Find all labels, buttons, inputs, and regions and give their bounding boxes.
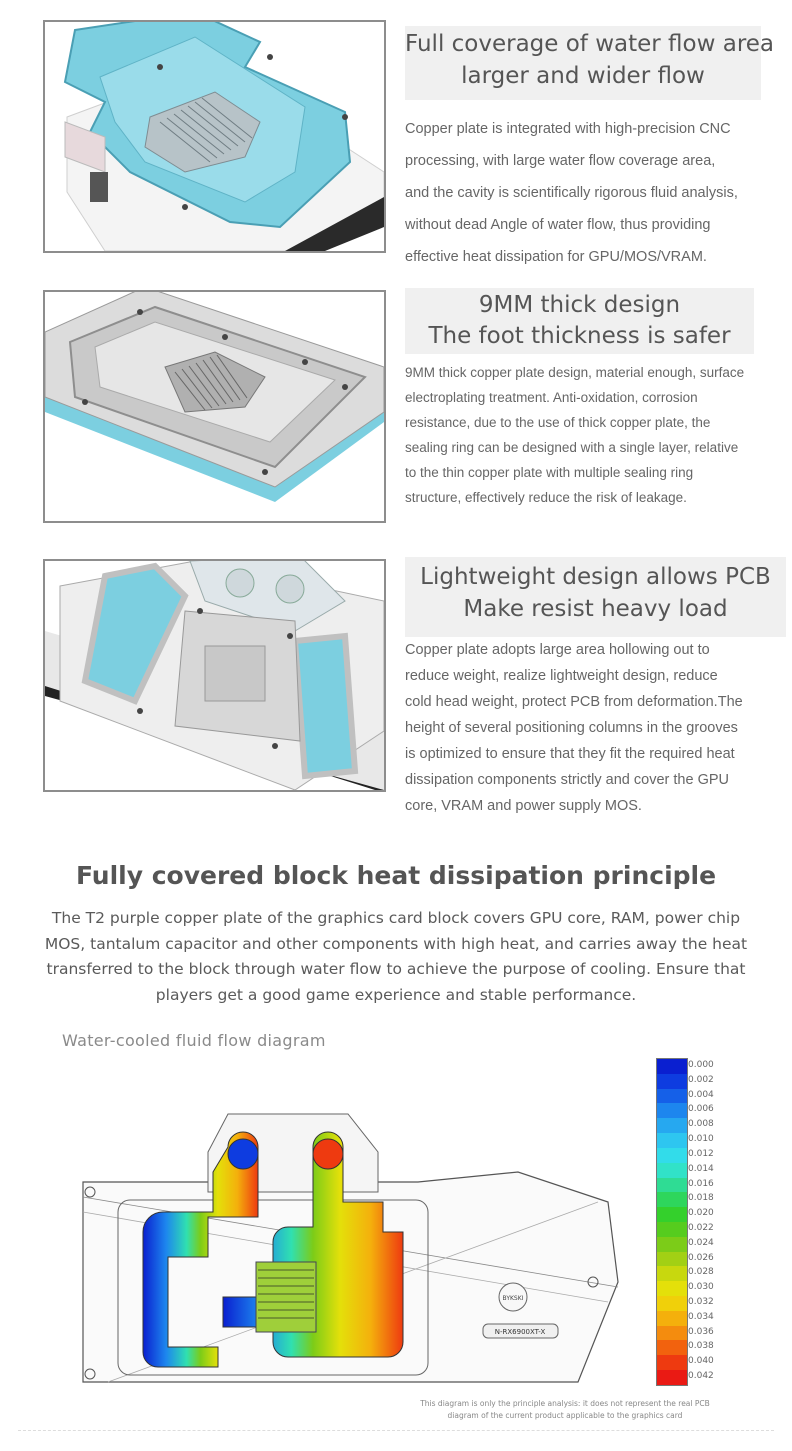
legend-value: 0.038	[688, 1341, 714, 1352]
legend-value: 0.006	[688, 1104, 714, 1115]
legend-swatch	[657, 1133, 687, 1148]
feature-1-body-line: without dead Angle of water flow, thus p…	[405, 217, 711, 233]
legend-swatch	[657, 1118, 687, 1134]
feature-3-body-line: height of several positioning columns in…	[405, 720, 738, 736]
diagram-footnote: This diagram is only the principle analy…	[380, 1398, 750, 1422]
legend-value: 0.002	[688, 1074, 714, 1085]
legend-swatch	[657, 1221, 687, 1237]
legend-value: 0.018	[688, 1193, 714, 1204]
legend-swatch	[657, 1251, 687, 1267]
legend-swatch	[657, 1310, 687, 1326]
legend-swatch	[657, 1059, 687, 1074]
feature-2-body-line: resistance, due to the use of thick copp…	[405, 415, 711, 430]
feature-3-body: Copper plate adopts large area hollowing…	[405, 637, 743, 819]
feature-3-title-line-2: Make resist heavy load	[463, 596, 728, 622]
legend-value: 0.032	[688, 1297, 714, 1307]
feature-1-body-line: processing, with large water flow covera…	[405, 153, 716, 169]
legend-value: 0.030	[688, 1282, 714, 1293]
legend-swatch	[657, 1207, 687, 1222]
section-desc-line: MOS, tantalum capacitor and other compon…	[44, 934, 748, 953]
feature-3-body-line: core, VRAM and power supply MOS.	[405, 798, 642, 814]
legend-value: 0.014	[688, 1163, 714, 1174]
section-title: Fully covered block heat dissipation pri…	[75, 861, 717, 890]
diagram-title: Water-cooled fluid flow diagram	[62, 1031, 326, 1050]
feature-3-title: Lightweight design allows PCB Make resis…	[405, 557, 786, 637]
legend-value: 0.000	[688, 1060, 714, 1070]
fluid-flow-diagram: BYKSKI N-RX6900XT-X	[82, 1113, 619, 1383]
section-desc-line: The T2 purple copper plate of the graphi…	[51, 909, 741, 927]
legend-swatch	[657, 1088, 687, 1104]
legend-value: 0.026	[688, 1252, 714, 1263]
legend-value: 0.008	[688, 1119, 714, 1130]
feature-1-title-line-1: Full coverage of water flow area	[405, 31, 775, 57]
legend-value: 0.010	[688, 1134, 714, 1145]
legend-swatch	[657, 1370, 687, 1385]
legend-swatch	[657, 1325, 687, 1341]
legend-value: 0.024	[688, 1237, 714, 1248]
legend-swatch	[657, 1177, 687, 1193]
feature-3-body-line: dissipation components strictly and cove…	[405, 772, 729, 788]
legend-value: 0.028	[688, 1267, 714, 1278]
feature-1-title: Full coverage of water flow area larger …	[405, 26, 775, 100]
board-logo-text: BYKSKI	[503, 1295, 524, 1302]
legend-swatch	[657, 1355, 687, 1371]
feature-3-body-line: cold head weight, protect PCB from defor…	[405, 694, 743, 710]
feature-3-title-line-1: Lightweight design allows PCB	[420, 564, 771, 590]
feature-1-body-line: effective heat dissipation for GPU/MOS/V…	[405, 249, 707, 265]
legend-swatch	[657, 1281, 687, 1296]
feature-1-body: Copper plate is integrated with high-pre…	[405, 113, 738, 273]
legend-swatch	[657, 1266, 687, 1282]
legend-swatch	[657, 1236, 687, 1252]
feature-2-body-line: electroplating treatment. Anti-oxidation…	[405, 390, 698, 405]
feature-3-image	[43, 559, 386, 792]
feature-3-body-line: is optimized to ensure that they fit the…	[405, 746, 735, 762]
bottom-divider	[18, 1430, 774, 1431]
feature-1-image	[43, 20, 386, 253]
legend-swatch	[657, 1296, 687, 1311]
velocity-legend-labels: 0.000 0.002 0.004 0.006 0.008 0.010 0.012 0.014…	[688, 1058, 714, 1384]
legend-value: 0.004	[688, 1089, 714, 1100]
feature-1-body-line: and the cavity is scientifically rigorou…	[405, 185, 738, 201]
section-desc-line: transferred to the block through water f…	[46, 960, 746, 978]
lightweight-block-illustration	[45, 561, 384, 790]
legend-value: 0.020	[688, 1208, 714, 1219]
legend-swatch	[657, 1073, 687, 1089]
legend-swatch	[657, 1103, 687, 1119]
feature-3-body-line: Copper plate adopts large area hollowing…	[405, 642, 710, 658]
velocity-legend-colorbar	[656, 1058, 688, 1386]
footnote-line: diagram of the current product applicabl…	[447, 1411, 683, 1420]
legend-value: 0.042	[688, 1371, 714, 1382]
feature-2-title-line-2: The foot thickness is safer	[428, 323, 731, 349]
legend-value: 0.036	[688, 1326, 714, 1337]
section-desc-line: players get a good game experience and s…	[155, 985, 637, 1004]
feature-2-title: 9MM thick design The foot thickness is s…	[405, 288, 754, 354]
legend-swatch	[657, 1340, 687, 1356]
feature-2-body-line: structure, effectively reduce the risk o…	[405, 490, 687, 505]
footnote-line: This diagram is only the principle analy…	[420, 1399, 710, 1408]
feature-1-body-line: Copper plate is integrated with high-pre…	[405, 121, 731, 137]
feature-1-title-line-2: larger and wider flow	[461, 63, 705, 89]
copper-plate-illustration	[45, 292, 384, 502]
feature-2-body: 9MM thick copper plate design, material …	[405, 360, 744, 510]
legend-value: 0.022	[688, 1222, 714, 1233]
feature-2-body-line: 9MM thick copper plate design, material …	[405, 365, 745, 380]
legend-swatch	[657, 1147, 687, 1163]
feature-2-image	[43, 290, 386, 523]
legend-value: 0.016	[688, 1178, 714, 1189]
legend-value: 0.040	[688, 1356, 714, 1367]
feature-3-body-line: reduce weight, realize lightweight desig…	[405, 668, 718, 684]
feature-2-title-line-1: 9MM thick design	[478, 292, 681, 318]
feature-2-body-line: sealing ring can be designed with a sing…	[405, 440, 739, 455]
water-channel-illustration	[63, 22, 384, 251]
legend-value: 0.034	[688, 1311, 714, 1322]
legend-swatch	[657, 1162, 687, 1178]
legend-value: 0.012	[688, 1148, 714, 1159]
feature-2-body-line: to the thin copper plate with multiple s…	[405, 465, 694, 480]
legend-swatch	[657, 1192, 687, 1208]
section-description: The T2 purple copper plate of the graphi…	[22, 906, 770, 1008]
board-model-text: N-RX6900XT-X	[495, 1328, 546, 1336]
